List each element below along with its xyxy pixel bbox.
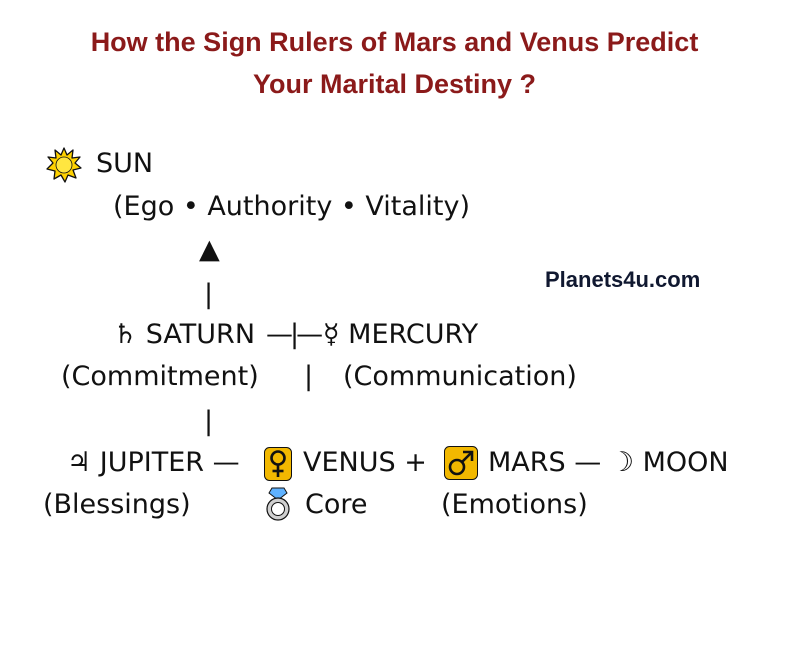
sun-label: SUN [96,148,154,179]
sun-subtitle: (Ego • Authority • Vitality) [113,191,471,222]
up-arrow: ▲ [199,234,220,265]
venus-symbol-icon [264,447,292,481]
core-label: Core [305,489,368,520]
saturn-label: ♄ SATURN [113,319,256,350]
jupiter-label: ♃ JUPITER — [67,447,240,478]
connector-saturn-venus: | [204,406,214,437]
cross-connector: —|— [266,319,323,350]
saturn-role: (Commitment) [61,361,259,392]
connector-center: | [304,361,314,392]
venus-label: VENUS + [303,447,427,478]
ring-icon [266,487,290,521]
sun-icon [46,147,82,183]
diagram-title-line-2: Your Marital Destiny ? [252,69,537,99]
jupiter-role: (Blessings) [43,489,191,520]
brand-watermark: Planets4u.com [545,267,701,292]
mercury-label: ☿ MERCURY [323,319,479,350]
mars-role: (Emotions) [441,489,588,520]
diagram-title-line-1: How the Sign Rulers of Mars and Venus Pr… [90,27,699,57]
connector-sun-saturn: | [204,279,214,310]
mars-symbol-icon [444,446,478,480]
mercury-role: (Communication) [343,361,577,392]
mars-moon-label: MARS — ☽ MOON [488,447,729,478]
